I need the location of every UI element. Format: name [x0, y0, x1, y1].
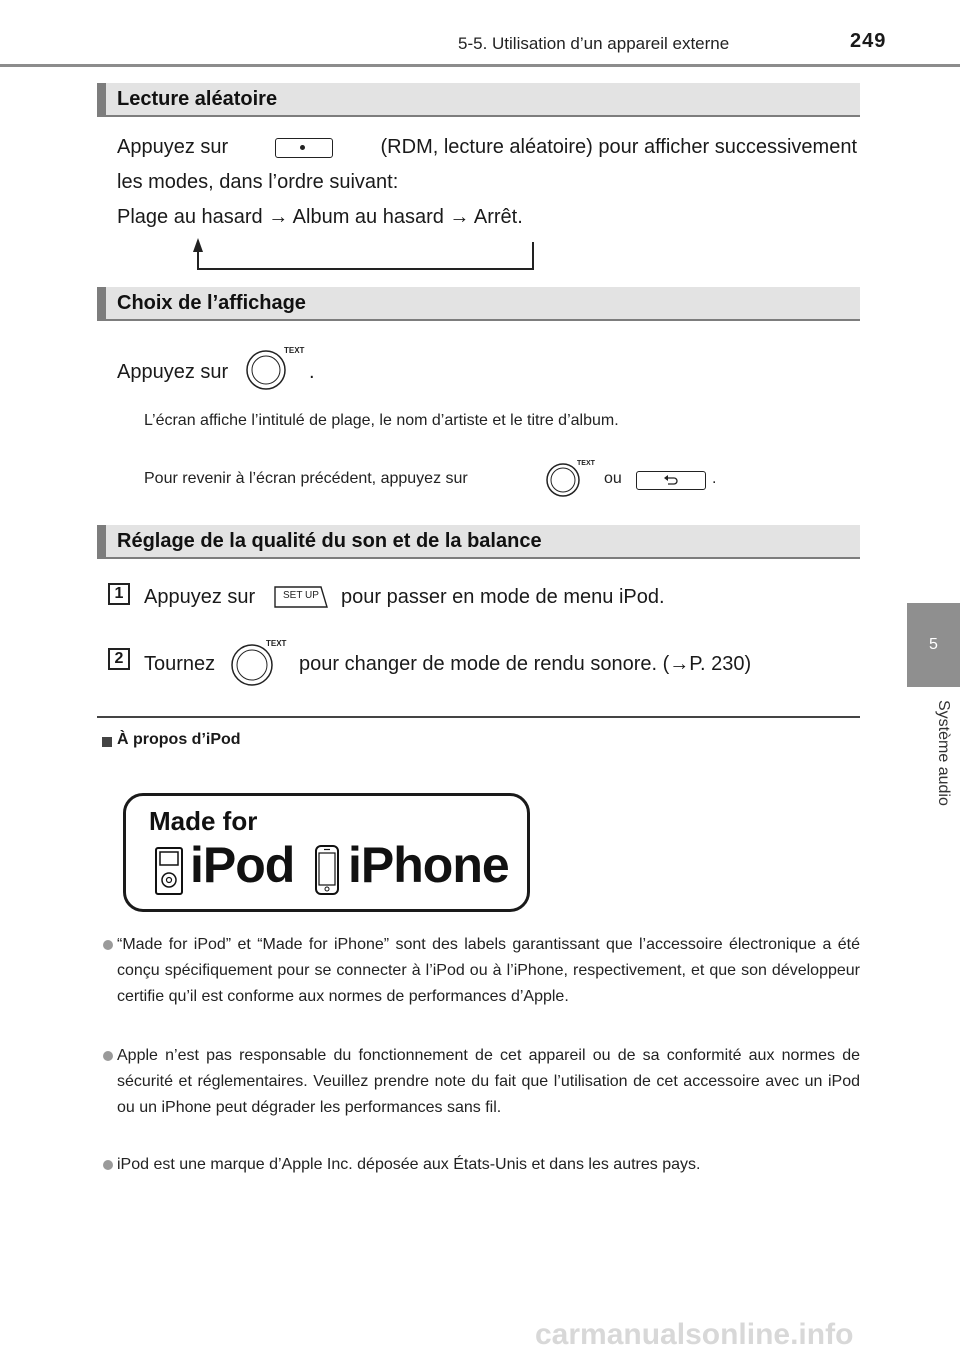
- bullet-paragraph: “Made for iPod” et “Made for iPhone” son…: [117, 936, 860, 1005]
- step-number-1: 1: [108, 583, 130, 605]
- iphone-icon: [315, 845, 339, 895]
- or-text: ou: [604, 470, 622, 487]
- logo-iphone: iPhone: [348, 837, 510, 893]
- text-line: les modes, dans l’ordre suivant:: [117, 171, 399, 193]
- heading-square-icon: [102, 737, 112, 747]
- step2-text: Tournez: [144, 653, 216, 675]
- watermark: carmanualsonline.info: [535, 1318, 854, 1351]
- chapter-tab: 5: [907, 603, 960, 687]
- section-title: Choix de l’affichage: [117, 292, 306, 314]
- press-end: .: [309, 361, 315, 383]
- bullet-icon: [103, 1160, 113, 1170]
- chapter-tab-label: Système audio: [935, 700, 952, 806]
- bullet-paragraph: iPod est une marque d’Apple Inc. déposée…: [117, 1156, 701, 1173]
- about-heading: À propos d’iPod: [117, 731, 241, 748]
- bullet-icon: [103, 940, 113, 950]
- chapter-title: 5-5. Utilisation d’un appareil externe: [458, 34, 730, 53]
- step2-text-after: pour changer de mode de rendu sonore. (→…: [299, 653, 752, 675]
- section-header-random: Lecture aléatoire: [97, 83, 860, 117]
- text-knob-icon: TEXT: [231, 639, 287, 686]
- setup-button-icon: SET UP: [273, 585, 329, 609]
- note-end: .: [712, 470, 717, 487]
- section-title: Réglage de la qualité du son et de la ba…: [117, 530, 542, 552]
- svg-text:TEXT: TEXT: [266, 639, 287, 648]
- ipod-icon: [155, 847, 183, 895]
- text-run: Appuyez sur: [117, 136, 229, 158]
- mode-sequence: Plage au hasard → Album au hasard → Arrê…: [117, 206, 523, 228]
- display-note: L’écran affiche l’intitulé de plage, le …: [144, 412, 619, 429]
- section-header-sound: Réglage de la qualité du son et de la ba…: [97, 525, 860, 559]
- bullet-icon: [103, 1051, 113, 1061]
- cycle-arrow-icon: [193, 238, 534, 270]
- text-run: (RDM, lecture aléatoire) pour afficher s…: [380, 136, 857, 158]
- page-number: 249: [850, 30, 887, 52]
- step1-text-after: pour passer en mode de menu iPod.: [341, 586, 665, 608]
- back-button-icon: [636, 471, 706, 490]
- divider: [97, 716, 860, 718]
- text-knob-icon: TEXT: [546, 460, 596, 497]
- step-number-2: 2: [108, 648, 130, 670]
- press-text: Appuyez sur: [117, 361, 229, 383]
- bullet-paragraph: Apple n’est pas responsable du fonctionn…: [117, 1047, 860, 1116]
- return-note-text: Pour revenir à l’écran précédent, appuye…: [144, 470, 468, 487]
- made-for-ipod-iphone-logo: Made for iPod iPhone: [123, 793, 530, 912]
- logo-ipod: iPod: [190, 837, 295, 893]
- setup-button-label: SET UP: [283, 590, 319, 601]
- logo-made-for: Made for: [149, 806, 258, 836]
- step1-text: Appuyez sur: [144, 586, 256, 608]
- random-paragraph: Appuyez sur (RDM, lecture aléatoire) pou…: [117, 130, 857, 235]
- section-title: Lecture aléatoire: [117, 88, 278, 110]
- section-header-display: Choix de l’affichage: [97, 287, 860, 321]
- knob-label: TEXT: [284, 346, 305, 355]
- svg-text:TEXT: TEXT: [577, 460, 596, 467]
- text-knob-icon: TEXT: [246, 346, 305, 390]
- rdm-button-icon: [275, 137, 334, 158]
- header-rule: [0, 64, 960, 67]
